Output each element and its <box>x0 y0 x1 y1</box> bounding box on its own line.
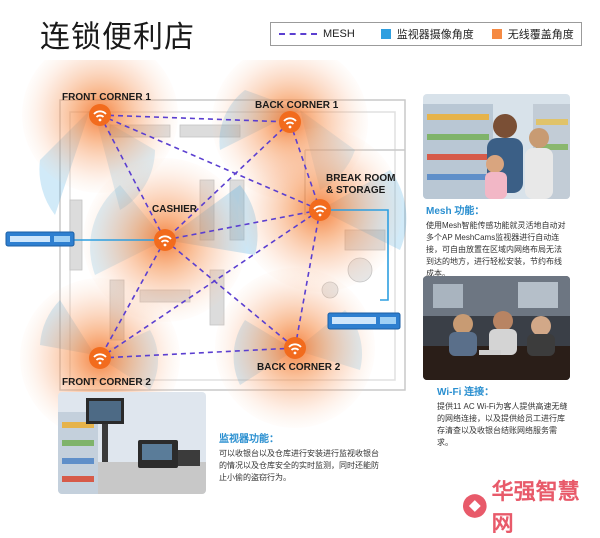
zone-back-corner-2: BACK CORNER 2 <box>257 362 341 373</box>
wifi-caption-body: 提供11 AC Wi-Fi为客人提供高速无缝的网络连接，以及提供给员工进行库存清… <box>437 402 568 447</box>
store-floor-plan: FRONT CORNER 1 BACK CORNER 1 BREAK ROOM … <box>5 60 407 438</box>
cafe-photo <box>423 276 570 380</box>
zone-back-corner-1: BACK CORNER 1 <box>255 100 339 111</box>
camera-swatch <box>380 29 391 39</box>
shoppers-photo <box>423 94 570 199</box>
legend-mesh-label: MESH <box>323 28 355 40</box>
legend-camera: 监视器摄像角度 <box>380 26 474 42</box>
cash-register-photo <box>58 392 206 494</box>
ethernet-cables <box>62 209 389 301</box>
mesh-dash-swatch <box>279 33 317 35</box>
wifi-caption: Wi-Fi 连接： 提供11 AC Wi-Fi为客人提供高速无缝的网络连接，以及… <box>437 387 569 449</box>
mesh-caption: Mesh 功能： 使用Mesh智能传感功能就灵活地自动对多个AP MeshCam… <box>426 206 568 280</box>
legend-coverage-label: 无线覆盖角度 <box>507 29 574 41</box>
wifi-icon <box>309 199 331 221</box>
coverage-swatch <box>491 29 502 39</box>
wifi-icon <box>154 229 176 251</box>
mesh-links <box>99 114 321 359</box>
monitor-caption: 监视器功能： 可以收银台以及仓库进行安装进行监视收银台的情况以及仓库安全的实时监… <box>219 434 379 484</box>
zone-cashier: CASHIER <box>152 204 198 215</box>
watermark-logo-icon <box>462 494 487 518</box>
watermark-text: 华强智慧网 <box>491 479 580 536</box>
legend-camera-label: 监视器摄像角度 <box>396 29 474 41</box>
zone-break-room-line1: BREAK ROOM <box>326 173 395 184</box>
monitor-caption-heading: 监视器功能： <box>219 434 279 445</box>
page-title: 连锁便利店 <box>40 21 195 54</box>
mesh-caption-body: 使用Mesh智能传感功能就灵活地自动对多个AP MeshCams监视器进行自动连… <box>426 221 566 278</box>
zone-front-corner-1: FRONT CORNER 1 <box>62 92 151 103</box>
wifi-caption-heading: Wi-Fi 连接： <box>437 387 495 398</box>
network-switch-left <box>5 231 75 247</box>
wifi-icon <box>279 111 301 133</box>
legend-mesh: MESH <box>279 28 355 40</box>
legend-coverage: 无线覆盖角度 <box>491 26 574 42</box>
wifi-icon <box>284 337 306 359</box>
watermark: 华强智慧网 <box>462 474 600 538</box>
wifi-icon <box>89 104 111 126</box>
legend: MESH 监视器摄像角度 无线覆盖角度 <box>270 22 582 46</box>
network-switch-right <box>327 312 401 330</box>
zone-front-corner-2: FRONT CORNER 2 <box>62 377 151 388</box>
mesh-caption-heading: Mesh 功能： <box>426 206 485 217</box>
zone-break-room-line2: & STORAGE <box>326 185 386 196</box>
monitor-caption-body: 可以收银台以及仓库进行安装进行监视收银台的情况以及仓库安全的实时监测，同时还能防… <box>219 449 379 482</box>
wifi-icon <box>89 347 111 369</box>
access-points <box>89 104 331 369</box>
